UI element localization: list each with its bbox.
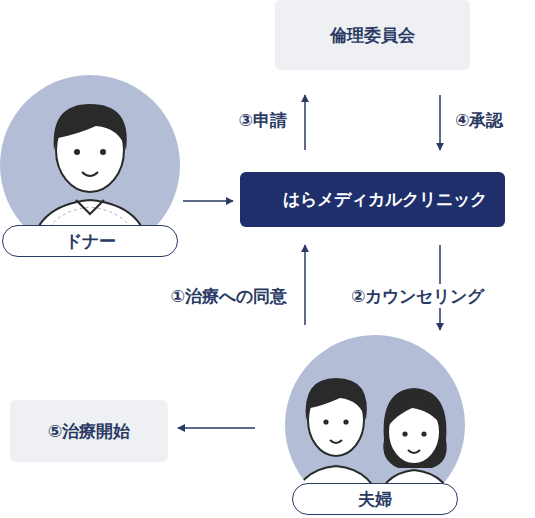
clinic-box: はらメディカルクリニック — [240, 172, 505, 227]
node-label: はらメディカルクリニック — [259, 189, 487, 209]
arrow-connector — [178, 427, 255, 429]
step-label: ①治療への同意 — [168, 284, 290, 308]
node-label: 夫婦 — [358, 489, 392, 509]
node-label: ドナー — [65, 231, 116, 251]
arrow-connector — [304, 95, 306, 150]
name-pill: 夫婦 — [292, 483, 458, 515]
donor-circle: ドナー — [0, 75, 180, 257]
step-label: ③申請 — [236, 108, 290, 132]
couple-circle: 夫婦 — [285, 335, 465, 515]
node-label: 倫理委員会 — [330, 25, 415, 45]
step-label: ④承認 — [452, 108, 506, 132]
step-label: ②カウンセリング — [348, 284, 487, 308]
start-box: ⑤治療開始 — [10, 400, 168, 462]
node-label: ⑤治療開始 — [48, 421, 130, 441]
committee-box: 倫理委員会 — [275, 0, 470, 70]
arrow-connector — [304, 245, 306, 325]
arrow-connector — [183, 200, 233, 202]
arrow-connector — [439, 95, 441, 150]
name-pill: ドナー — [2, 225, 178, 257]
couple-illustration — [285, 335, 465, 515]
